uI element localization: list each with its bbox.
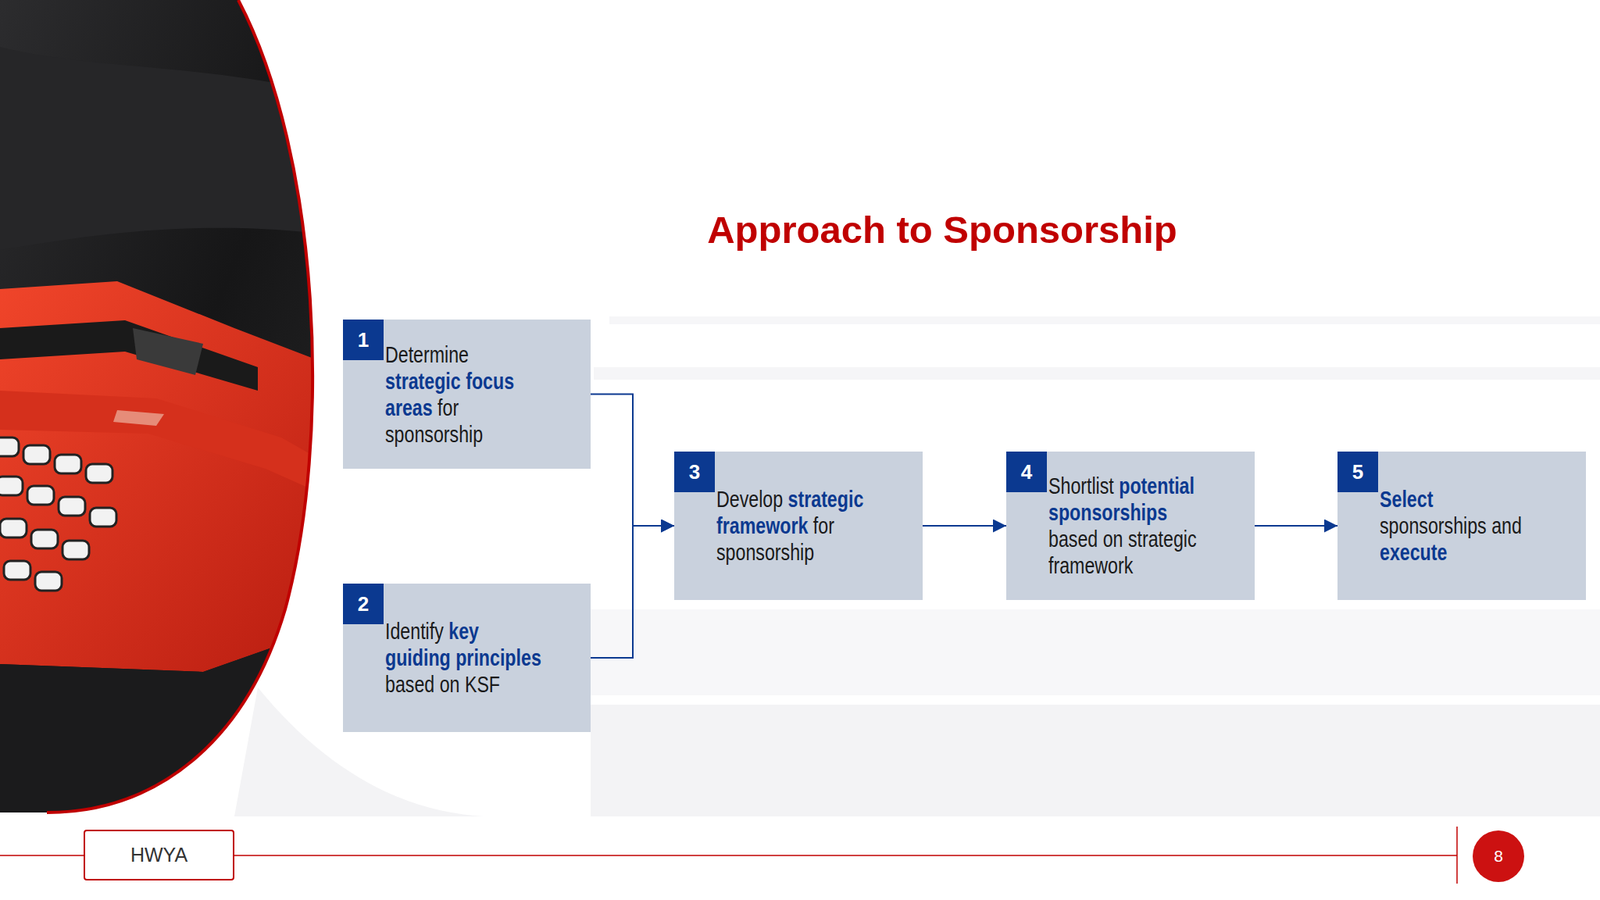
photo-backdrop — [0, 0, 344, 829]
text-run: and — [1491, 513, 1522, 539]
text-run: sponsorships — [1379, 513, 1487, 539]
step-text: Identify key guiding principles based on… — [385, 617, 547, 698]
step-number: 1 — [342, 319, 384, 361]
step-number: 3 — [674, 451, 715, 493]
text-run: sponsorship — [385, 421, 483, 447]
faint-band — [593, 367, 1600, 380]
text-run — [432, 395, 438, 421]
faint-band — [590, 609, 1600, 696]
text-run: framework — [716, 513, 808, 539]
text-run — [450, 645, 456, 671]
text-run: sponsorship — [716, 539, 815, 565]
page-number: 8 — [1493, 846, 1504, 866]
text-run: based — [1048, 526, 1098, 552]
step-number: 2 — [342, 583, 384, 625]
text-run: guiding — [385, 645, 451, 671]
text-run: Shortlist — [1048, 473, 1115, 499]
step-number: 4 — [1006, 451, 1047, 493]
process-box: 1Determine strategic focus areas for spo… — [342, 319, 591, 469]
text-run: execute — [1379, 539, 1447, 565]
page-number-circle: 8 — [1472, 830, 1525, 883]
text-run — [1486, 513, 1492, 539]
text-run: based — [385, 671, 435, 697]
text-area: Select sponsorships and execute — [1379, 451, 1582, 600]
flow-arrow — [1254, 525, 1338, 527]
text-run: key — [448, 618, 479, 644]
step-text: Develop strategic framework for sponsors… — [716, 485, 878, 566]
text-run: sponsorships — [1048, 500, 1168, 525]
text-run — [459, 671, 465, 697]
footer-tag: HWYA — [130, 843, 188, 867]
typewriter-part — [132, 328, 204, 375]
text-run: strategic — [788, 486, 865, 512]
faint-band — [590, 704, 1600, 817]
faint-band — [609, 316, 1600, 325]
text-run: Identify — [385, 618, 444, 644]
step-text: Determine strategic focus areas for spon… — [385, 341, 547, 448]
typewriter-keys — [0, 437, 117, 591]
text-run — [1114, 473, 1119, 499]
text-area: Identify key guiding principles based on… — [385, 583, 586, 733]
text-run — [1097, 526, 1103, 552]
step-text: Shortlist potential sponsorships based o… — [1048, 472, 1210, 579]
text-run — [807, 513, 813, 539]
text-run — [460, 368, 466, 394]
text-run: strategic — [385, 368, 461, 394]
process-box: 3Develop strategic framework for sponsor… — [674, 451, 923, 600]
text-run: focus — [465, 368, 515, 394]
step-text: Select sponsorships and execute — [1379, 485, 1541, 566]
slide-title: Approach to Sponsorship — [629, 207, 1255, 252]
text-run: KSF — [464, 671, 500, 697]
text-run: for — [437, 395, 459, 421]
flow-arrow — [590, 394, 675, 527]
text-area: Determine strategic focus areas for spon… — [385, 319, 586, 469]
typewriter-photo — [0, 0, 344, 829]
text-run: Develop — [716, 486, 783, 512]
text-run: areas — [385, 395, 433, 421]
leather-seat — [0, 46, 329, 250]
step-number: 5 — [1337, 451, 1379, 493]
text-area: Develop strategic framework for sponsors… — [716, 451, 918, 600]
text-run: principles — [455, 645, 542, 671]
text-run — [434, 671, 440, 697]
footer-tag-box: HWYA — [83, 829, 235, 881]
text-run — [782, 486, 788, 512]
oval-frame — [46, 0, 313, 813]
text-run: potential — [1118, 473, 1195, 499]
process-box: 4Shortlist potential sponsorships based … — [1006, 451, 1255, 600]
footer-divider — [1456, 826, 1458, 884]
process-box: 2Identify key guiding principles based o… — [342, 583, 591, 733]
flow-arrow — [922, 525, 1007, 527]
text-area: Shortlist potential sponsorships based o… — [1048, 451, 1250, 600]
text-run — [1122, 526, 1128, 552]
typewriter-badge — [113, 410, 165, 426]
text-run: Determine — [385, 342, 469, 368]
text-run: on — [1103, 526, 1124, 552]
flow-arrow — [590, 525, 675, 658]
text-run: Select — [1379, 486, 1433, 512]
typewriter-platen — [0, 320, 258, 391]
typewriter-deck — [0, 390, 336, 500]
text-run: strategic — [1128, 526, 1197, 552]
text-run: framework — [1048, 553, 1133, 579]
text-run — [443, 618, 449, 644]
process-box: 5Select sponsorships and execute — [1337, 451, 1586, 600]
text-run: on — [439, 671, 461, 697]
photo-table — [0, 625, 336, 829]
text-run: for — [813, 513, 835, 539]
